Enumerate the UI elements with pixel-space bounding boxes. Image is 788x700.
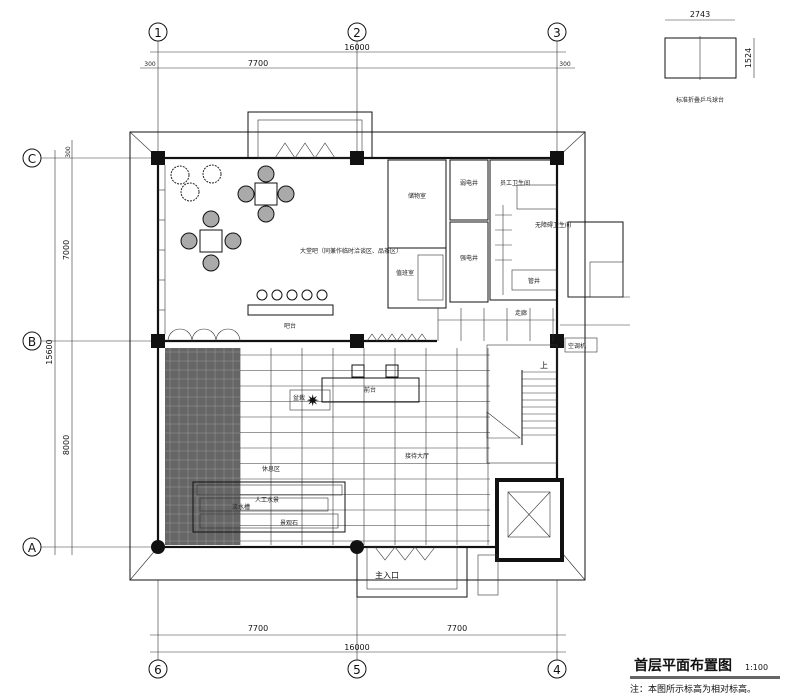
dim-text: 16000: [344, 43, 369, 52]
drawing-note: 注：本图所示标高为相对标高。: [630, 683, 756, 695]
axis-label: C: [28, 152, 36, 166]
room-label: 吧台: [284, 322, 296, 330]
room-label: 弱电井: [460, 179, 478, 187]
dim-text: 1524: [744, 48, 753, 68]
dim-text: 300: [559, 61, 571, 68]
room-label: 接待大厅: [405, 452, 429, 460]
dim-text: 16000: [344, 643, 369, 652]
bar-counter: [247, 304, 334, 316]
plant-icon: ✷: [306, 391, 319, 410]
elevator: [495, 478, 564, 562]
drawing-title: 首层平面布置图: [634, 657, 732, 674]
service-rooms: 储物室 值班室 弱电井 强电井 员工卫生间 无障碍卫生间 管井 走廊 空调机: [366, 159, 598, 353]
room-label: 员工卫生间: [500, 179, 530, 187]
dim-text: 7700: [248, 59, 268, 68]
room-label: 盆栽: [293, 394, 305, 402]
room-label: 强电井: [460, 254, 478, 262]
room-label: 大堂吧（同兼作临时洽谈区、品茶区）: [300, 247, 402, 255]
dim-text: 300: [144, 61, 156, 68]
legend-label: 标准折叠乒乓球台: [676, 96, 724, 104]
axis-label: 3: [553, 26, 561, 40]
axis-label: 1: [154, 26, 162, 40]
room-label: 景观石: [280, 520, 298, 527]
room-label: 人工水景: [255, 496, 279, 504]
dim-text: 15600: [45, 339, 54, 364]
axis-bottom: 6 5 4: [148, 580, 567, 679]
room-label: 空调机: [568, 342, 586, 350]
room-label: 走廊: [515, 309, 527, 317]
axis-label: 2: [353, 26, 361, 40]
dim-text: 300: [65, 146, 72, 158]
dimensions: 16000 300 7700 300 15600 300 7000 8000 7…: [45, 43, 575, 653]
room-label: 流水槽: [232, 503, 250, 511]
room-label: 管井: [528, 277, 540, 285]
water-feature: 人工水景 流水槽 景观石: [192, 481, 346, 533]
ping-pong-table-legend: 2743 1524 标准折叠乒乓球台: [664, 10, 755, 104]
dim-text: 7700: [248, 624, 268, 633]
axis-label: 5: [353, 663, 361, 677]
axis-label: 4: [553, 663, 561, 677]
dim-text: 8000: [62, 435, 71, 455]
room-label: 休息区: [262, 465, 280, 473]
axis-label: B: [28, 335, 36, 349]
room-label: 无障碍卫生间: [535, 221, 571, 229]
dim-text: 7000: [62, 240, 71, 260]
room-label: 储物室: [408, 192, 426, 200]
planter: [477, 554, 499, 596]
title-block: 首层平面布置图 1:100 注：本图所示标高为相对标高。: [630, 657, 780, 695]
axis-label: A: [28, 541, 37, 555]
plant-icon: [170, 164, 222, 202]
door-swings: [167, 328, 241, 342]
axis-top: 1 2 3: [148, 22, 567, 160]
dim-text: 2743: [690, 10, 710, 19]
bar-stools: [256, 289, 328, 301]
axis-left: C B A: [22, 148, 160, 557]
columns: [151, 151, 564, 554]
stair: 上: [486, 344, 558, 464]
reception-desk: 前台 盆栽 ✷: [289, 364, 420, 411]
room-label: 前台: [364, 386, 376, 394]
hall-floor-grid: [239, 308, 555, 545]
stair-up-label: 上: [540, 361, 548, 370]
table-set: [237, 165, 295, 223]
table-set: [180, 210, 242, 272]
drawing-scale: 1:100: [745, 663, 768, 672]
room-label: 值班室: [396, 269, 414, 277]
tile-floor: [495, 205, 512, 295]
room-label: 主入口: [375, 570, 399, 580]
dim-text: 7700: [447, 624, 467, 633]
lounge-paving: [165, 348, 240, 545]
lobby-bar-zone: 大堂吧（同兼作临时洽谈区、品茶区） 吧台: [158, 164, 437, 343]
axis-label: 6: [154, 663, 162, 677]
